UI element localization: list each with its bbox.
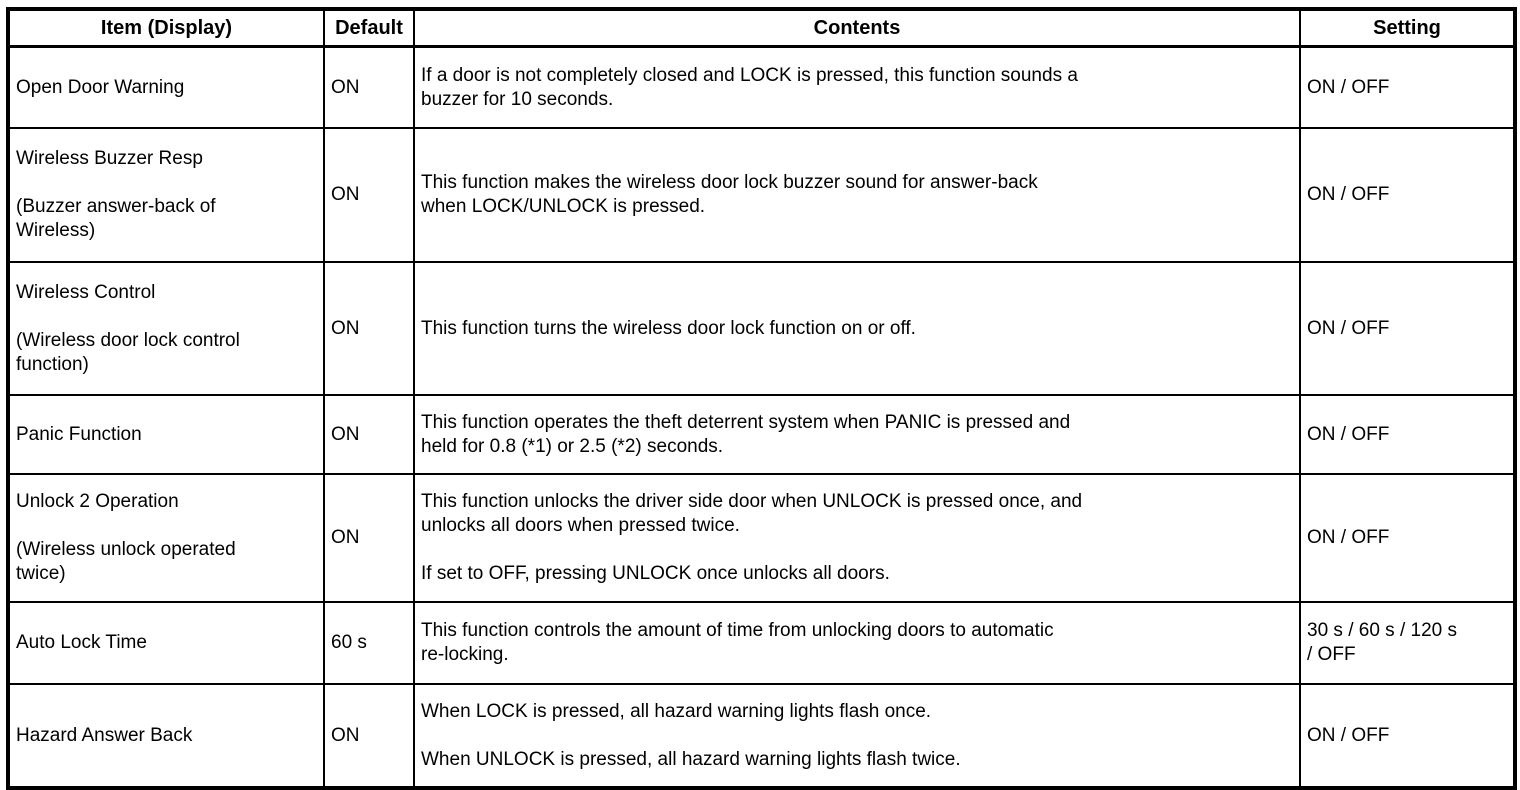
- item-sublabel: (Buzzer answer-back of Wireless): [16, 196, 216, 241]
- default-cell: ON: [323, 394, 415, 475]
- item-sublabel: (Wireless unlock operated twice): [16, 539, 236, 584]
- header-default: Default: [323, 8, 415, 48]
- default-cell: 60 s: [323, 601, 415, 685]
- contents-cell: This function operates the theft deterre…: [413, 394, 1301, 475]
- table-row: Open Door Warning ON If a door is not co…: [7, 45, 1516, 129]
- table-row: Panic Function ON This function operates…: [7, 394, 1516, 475]
- contents-text: This function makes the wireless door lo…: [421, 172, 1038, 217]
- item-label: Panic Function: [16, 423, 142, 445]
- item-sublabel: (Wireless door lock control function): [16, 329, 240, 375]
- setting-cell: 30 s / 60 s / 120 s / OFF: [1299, 601, 1516, 685]
- header-item-display: Item (Display): [7, 8, 325, 48]
- table-row: Wireless Control (Wireless door lock con…: [7, 261, 1516, 396]
- item-cell: Panic Function: [7, 394, 325, 475]
- contents-text: This function controls the amount of tim…: [421, 620, 1054, 665]
- item-cell: Wireless Buzzer Resp (Buzzer answer-back…: [7, 127, 325, 263]
- table-row: Auto Lock Time 60 s This function contro…: [7, 601, 1516, 685]
- table-row: Wireless Buzzer Resp (Buzzer answer-back…: [7, 127, 1516, 263]
- item-label: Wireless Control: [16, 281, 156, 303]
- default-cell: ON: [323, 45, 415, 129]
- contents-cell: This function makes the wireless door lo…: [413, 127, 1301, 263]
- setting-cell: ON / OFF: [1299, 683, 1516, 789]
- contents-text: This function operates the theft deterre…: [421, 411, 1071, 457]
- default-cell: ON: [323, 683, 415, 789]
- contents-cell: This function turns the wireless door lo…: [413, 261, 1301, 396]
- contents-text: When LOCK is pressed, all hazard warning…: [421, 700, 932, 722]
- header-setting: Setting: [1299, 8, 1516, 48]
- table-header: Item (Display) Default Contents Setting: [7, 8, 1516, 48]
- table-row: Unlock 2 Operation (Wireless unlock oper…: [7, 473, 1516, 603]
- table-row: Hazard Answer Back ON When LOCK is press…: [7, 683, 1516, 789]
- contents-text: This function turns the wireless door lo…: [421, 317, 916, 339]
- header-contents: Contents: [413, 8, 1301, 48]
- item-cell: Open Door Warning: [7, 45, 325, 129]
- contents-cell: When LOCK is pressed, all hazard warning…: [413, 683, 1301, 789]
- item-label: Wireless Buzzer Resp: [16, 148, 203, 169]
- contents-text: If set to OFF, pressing UNLOCK once unlo…: [421, 563, 890, 584]
- default-cell: ON: [323, 261, 415, 396]
- item-label: Hazard Answer Back: [16, 724, 193, 746]
- contents-text: When UNLOCK is pressed, all hazard warni…: [421, 748, 961, 770]
- setting-cell: ON / OFF: [1299, 45, 1516, 129]
- setting-cell: ON / OFF: [1299, 261, 1516, 396]
- default-cell: ON: [323, 473, 415, 603]
- door-lock-settings-table: Item (Display) Default Contents Setting …: [6, 7, 1517, 790]
- header-row: Item (Display) Default Contents Setting: [7, 8, 1516, 48]
- contents-cell: If a door is not completely closed and L…: [413, 45, 1301, 129]
- item-cell: Unlock 2 Operation (Wireless unlock oper…: [7, 473, 325, 603]
- contents-text: This function unlocks the driver side do…: [421, 491, 1083, 536]
- item-cell: Hazard Answer Back: [7, 683, 325, 789]
- setting-cell: ON / OFF: [1299, 394, 1516, 475]
- item-cell: Wireless Control (Wireless door lock con…: [7, 261, 325, 396]
- contents-cell: This function controls the amount of tim…: [413, 601, 1301, 685]
- contents-text: If a door is not completely closed and L…: [421, 64, 1078, 110]
- item-label: Auto Lock Time: [16, 632, 147, 653]
- item-label: Open Door Warning: [16, 76, 185, 98]
- item-label: Unlock 2 Operation: [16, 491, 179, 512]
- contents-cell: This function unlocks the driver side do…: [413, 473, 1301, 603]
- setting-cell: ON / OFF: [1299, 127, 1516, 263]
- setting-cell: ON / OFF: [1299, 473, 1516, 603]
- default-cell: ON: [323, 127, 415, 263]
- item-cell: Auto Lock Time: [7, 601, 325, 685]
